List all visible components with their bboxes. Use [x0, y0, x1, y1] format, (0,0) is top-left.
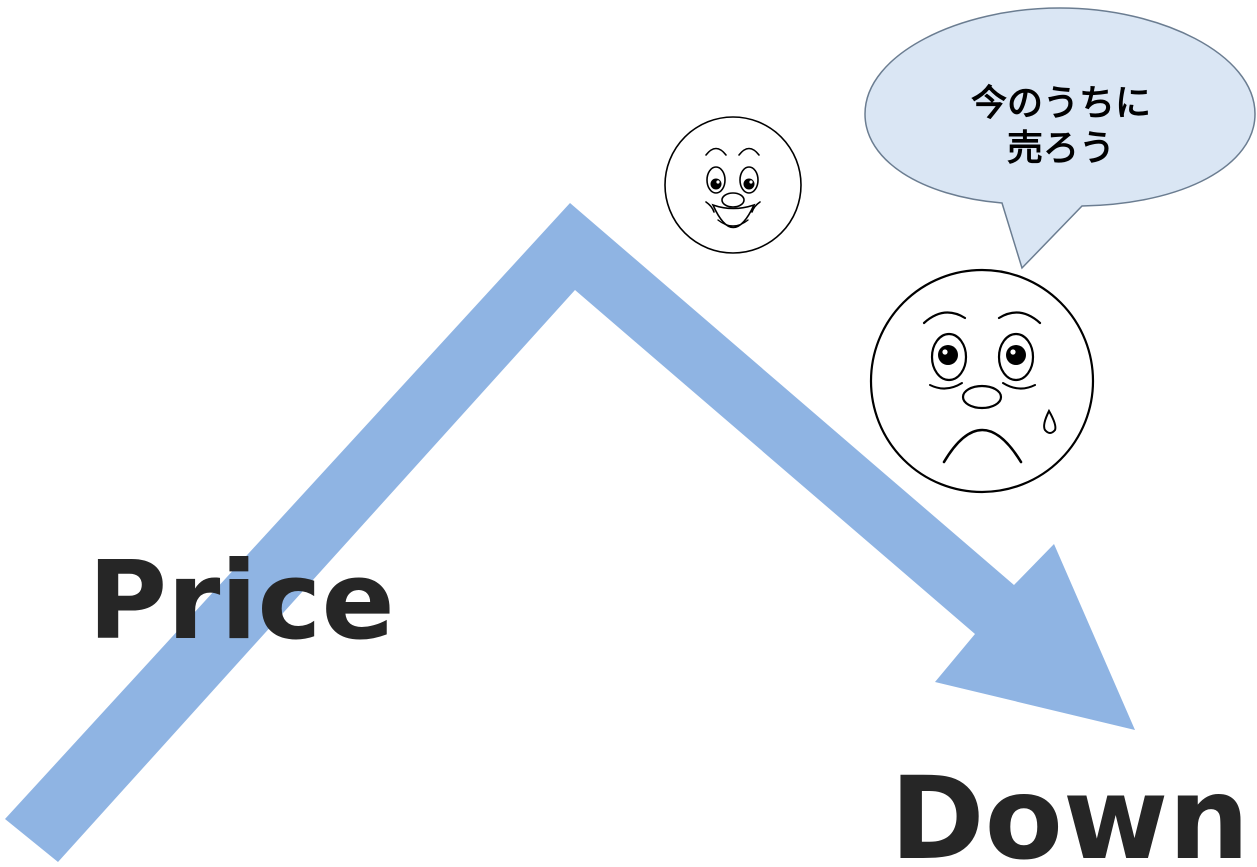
price-label: Price: [88, 539, 395, 664]
worried-crying-face-icon: [869, 268, 1095, 494]
down-label: Down: [890, 752, 1249, 867]
speech-bubble-shape: [864, 7, 1256, 270]
speech-bubble: 今のうちに 売ろう: [864, 7, 1256, 270]
smiling-face-icon: [664, 116, 802, 254]
speech-bubble-line-1: 今のうちに: [971, 83, 1151, 124]
price-trend-arrow-icon: [5, 203, 1135, 862]
speech-bubble-line-2: 売ろう: [1007, 128, 1115, 169]
